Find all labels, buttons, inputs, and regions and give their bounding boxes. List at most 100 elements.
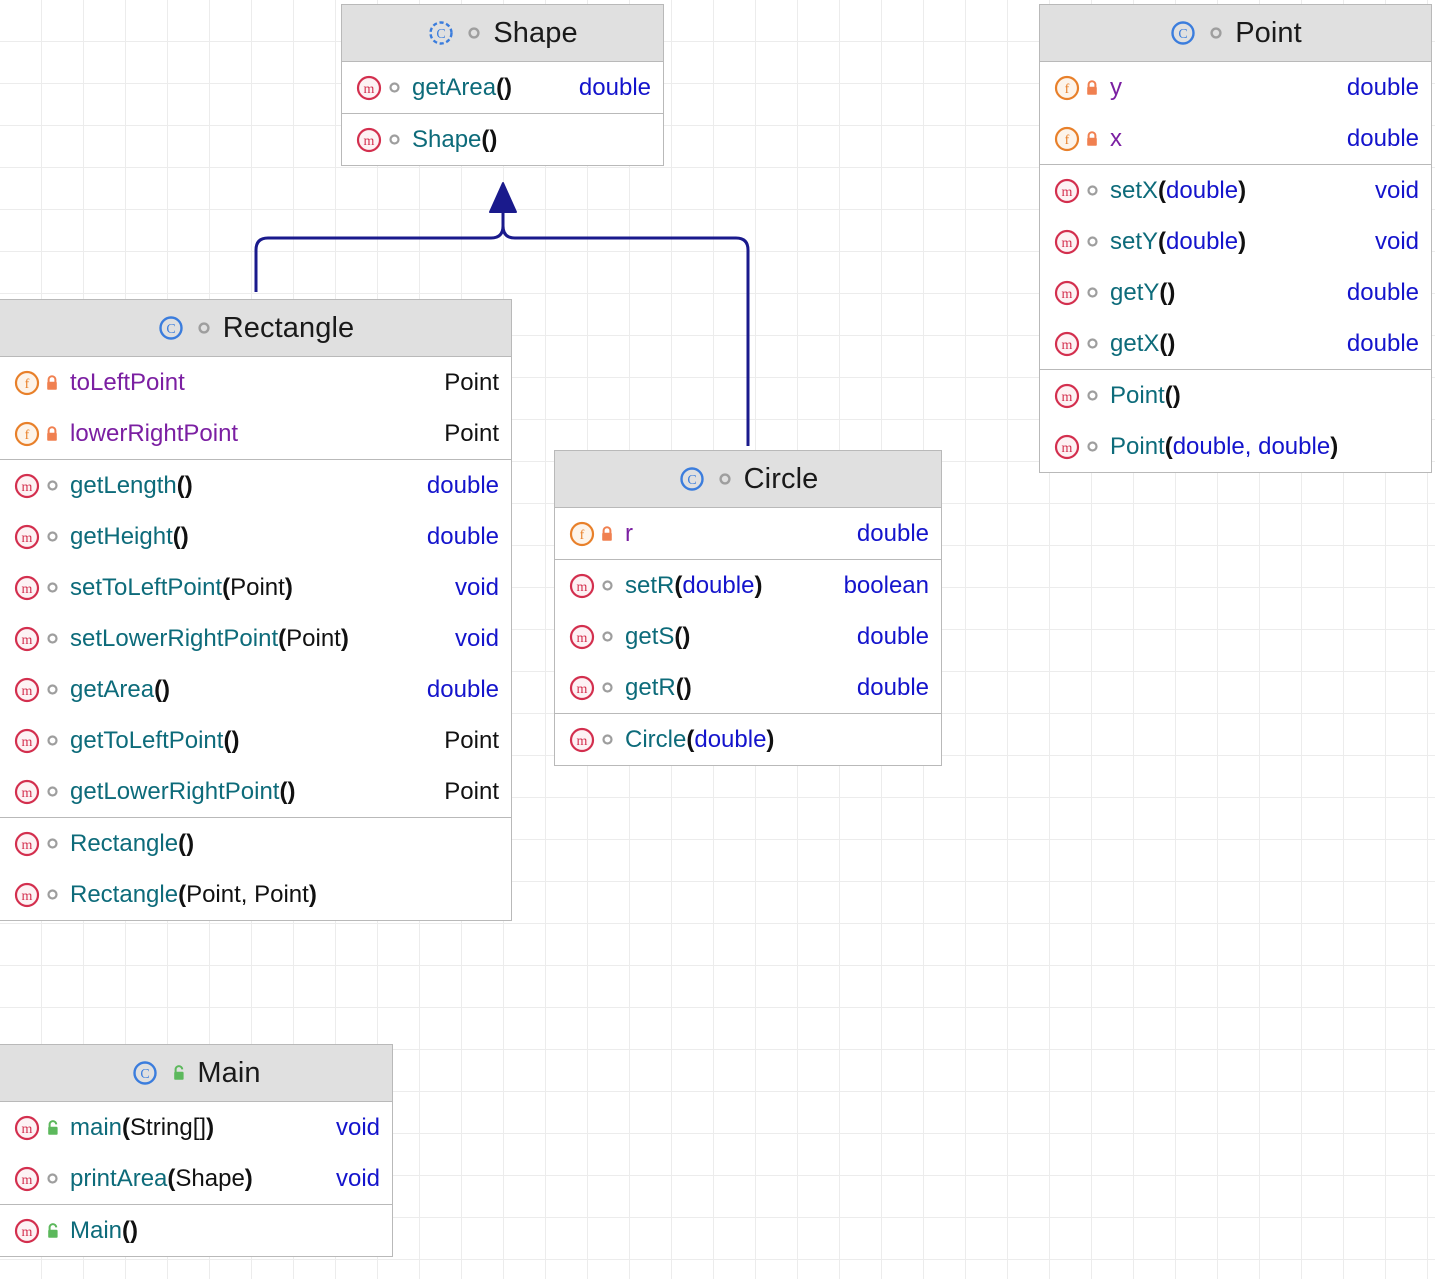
public-unlock-icon xyxy=(42,1119,62,1137)
member-return-type: double xyxy=(426,675,499,703)
member-row[interactable]: m setLowerRightPoint(Point) void xyxy=(0,613,511,664)
package-private-icon xyxy=(597,579,617,592)
class-header-rectangle[interactable]: C Rectangle xyxy=(0,300,511,357)
member-return-type: void xyxy=(1374,176,1419,204)
member-row[interactable]: m getArea() double xyxy=(0,664,511,715)
generalization-circle-to-shape xyxy=(501,196,750,446)
member-return-type: Point xyxy=(444,777,499,805)
class-header-point[interactable]: C Point xyxy=(1040,5,1431,62)
svg-text:f: f xyxy=(25,428,30,443)
member-row[interactable]: m setY(double) void xyxy=(1040,216,1431,267)
method-icon: m xyxy=(1052,227,1082,257)
member-return-type: double xyxy=(1346,73,1419,101)
class-box-shape[interactable]: C Shape m getArea() double m xyxy=(341,4,664,166)
svg-text:C: C xyxy=(141,1067,150,1082)
generalization-rectangle-to-shape xyxy=(254,196,505,292)
method-icon: m xyxy=(12,1216,42,1246)
member-signature: getS() xyxy=(625,622,691,650)
member-row[interactable]: m Rectangle(Point, Point) xyxy=(0,869,511,920)
svg-text:m: m xyxy=(22,838,33,853)
class-header-main[interactable]: C Main xyxy=(0,1045,392,1102)
package-private-icon xyxy=(1082,440,1102,453)
fields-section: f toLeftPoint Point f lowerRightPoint Po… xyxy=(0,357,511,459)
svg-text:m: m xyxy=(22,1122,33,1137)
member-return-type: double xyxy=(856,519,929,547)
method-icon: m xyxy=(12,1164,42,1194)
member-row[interactable]: m getY() double xyxy=(1040,267,1431,318)
member-row[interactable]: f r double xyxy=(555,508,941,559)
member-row[interactable]: m getArea() double xyxy=(342,62,663,113)
member-return-type: void xyxy=(335,1113,380,1141)
class-header-circle[interactable]: C Circle xyxy=(555,451,941,508)
member-row[interactable]: m Rectangle() xyxy=(0,818,511,869)
package-private-icon xyxy=(597,681,617,694)
package-private-icon xyxy=(42,837,62,850)
class-icon: C xyxy=(1169,19,1197,47)
package-private-icon xyxy=(464,26,484,40)
package-private-icon xyxy=(1082,337,1102,350)
member-row[interactable]: m getLength() double xyxy=(0,460,511,511)
member-row[interactable]: m Point(double, double) xyxy=(1040,421,1431,472)
member-row[interactable]: m getToLeftPoint() Point xyxy=(0,715,511,766)
member-row[interactable]: m setX(double) void xyxy=(1040,165,1431,216)
member-row[interactable]: m main(String[]) void xyxy=(0,1102,392,1153)
private-lock-icon xyxy=(597,525,617,543)
class-box-circle[interactable]: C Circle f r double m xyxy=(554,450,942,766)
member-return-type: Point xyxy=(444,419,499,447)
class-box-point[interactable]: C Point f y double f xyxy=(1039,4,1432,473)
public-unlock-icon xyxy=(42,1222,62,1240)
member-signature: setToLeftPoint(Point) xyxy=(70,573,293,601)
inheritance-arrowhead xyxy=(489,182,517,213)
member-row[interactable]: m setR(double) boolean xyxy=(555,560,941,611)
member-row[interactable]: f toLeftPoint Point xyxy=(0,357,511,408)
member-row[interactable]: m Shape() xyxy=(342,114,663,165)
member-row[interactable]: m Point() xyxy=(1040,370,1431,421)
private-lock-icon xyxy=(1082,79,1102,97)
member-signature: toLeftPoint xyxy=(70,368,185,396)
class-icon: C xyxy=(157,314,185,342)
member-row[interactable]: m Main() xyxy=(0,1205,392,1256)
constructors-section: m Rectangle() m Rectangle(Point, Point) xyxy=(0,817,511,920)
class-box-rectangle[interactable]: C Rectangle f toLeftPoint Point f xyxy=(0,299,512,921)
method-icon: m xyxy=(1052,176,1082,206)
member-signature: getY() xyxy=(1110,278,1176,306)
field-icon: f xyxy=(12,368,42,398)
member-signature: setR(double) xyxy=(625,571,763,599)
class-name-point: Point xyxy=(1235,16,1302,49)
member-row[interactable]: m getX() double xyxy=(1040,318,1431,369)
svg-text:m: m xyxy=(22,582,33,597)
member-row[interactable]: m getR() double xyxy=(555,662,941,713)
package-private-icon xyxy=(1082,389,1102,402)
package-private-icon xyxy=(42,632,62,645)
method-icon: m xyxy=(354,73,384,103)
class-box-main[interactable]: C Main m main(String[]) void m xyxy=(0,1044,393,1257)
svg-text:m: m xyxy=(22,1173,33,1188)
methods-section: m getLength() double m getHeight() doubl… xyxy=(0,459,511,817)
member-row[interactable]: m setToLeftPoint(Point) void xyxy=(0,562,511,613)
member-row[interactable]: f lowerRightPoint Point xyxy=(0,408,511,459)
member-row[interactable]: f x double xyxy=(1040,113,1431,164)
member-row[interactable]: m getS() double xyxy=(555,611,941,662)
fields-section: f r double xyxy=(555,508,941,559)
method-icon: m xyxy=(354,125,384,155)
member-row[interactable]: m getHeight() double xyxy=(0,511,511,562)
member-row[interactable]: m getLowerRightPoint() Point xyxy=(0,766,511,817)
method-icon: m xyxy=(1052,278,1082,308)
member-row[interactable]: m Circle(double) xyxy=(555,714,941,765)
method-icon: m xyxy=(12,777,42,807)
svg-text:m: m xyxy=(364,82,375,97)
member-signature: getToLeftPoint() xyxy=(70,726,240,754)
member-row[interactable]: f y double xyxy=(1040,62,1431,113)
member-return-type: boolean xyxy=(843,571,929,599)
field-icon: f xyxy=(1052,124,1082,154)
svg-text:m: m xyxy=(577,682,588,697)
member-return-type: void xyxy=(1374,227,1419,255)
class-header-shape[interactable]: C Shape xyxy=(342,5,663,62)
method-icon: m xyxy=(12,573,42,603)
member-signature: printArea(Shape) xyxy=(70,1164,253,1192)
svg-text:m: m xyxy=(22,1225,33,1240)
member-row[interactable]: m printArea(Shape) void xyxy=(0,1153,392,1204)
svg-text:m: m xyxy=(1062,236,1073,251)
private-lock-icon xyxy=(1082,130,1102,148)
